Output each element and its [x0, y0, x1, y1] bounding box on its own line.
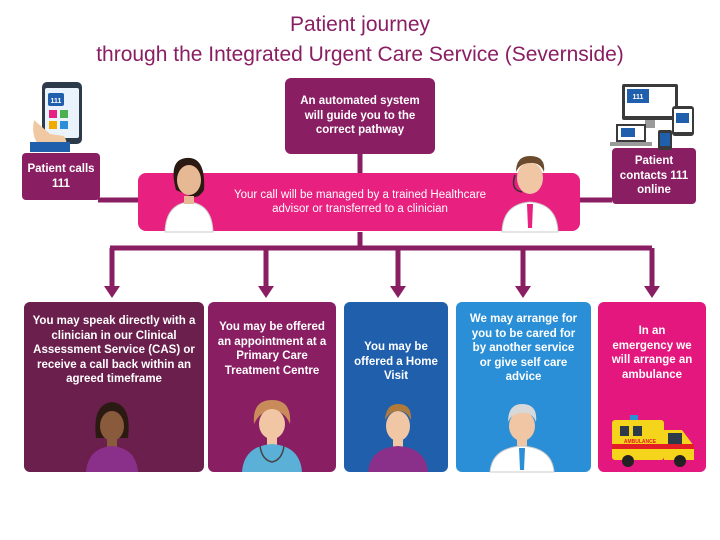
arrowhead-5 — [644, 286, 660, 298]
outcome-clinician-text: You may speak directly with a clinician … — [32, 315, 196, 385]
automated-system-box: An automated system will guide you to th… — [285, 78, 435, 154]
patient-online-text: Patient contacts 111 online — [619, 155, 689, 197]
arrowhead-2 — [258, 286, 274, 298]
call-managed-text: Your call will be managed by a trained H… — [233, 188, 487, 216]
outcome-other-service-text: We may arrange for you to be cared for b… — [469, 313, 578, 383]
outcome-other-service-box: We may arrange for you to be cared for b… — [456, 302, 591, 472]
patient-calls-box: Patient calls 111 — [22, 153, 100, 200]
outcome-appointment-box: You may be offered an appointment at a P… — [208, 302, 336, 472]
arrowhead-3 — [390, 286, 406, 298]
call-managed-box: Your call will be managed by a trained H… — [138, 173, 580, 231]
page-title-line2: through the Integrated Urgent Care Servi… — [96, 43, 624, 66]
outcome-clinician-box: You may speak directly with a clinician … — [24, 302, 204, 472]
arrowhead-1 — [104, 286, 120, 298]
page-title-line1: Patient journey — [289, 13, 431, 36]
outcome-home-visit-text: You may be offered a Home Visit — [354, 341, 438, 382]
patient-online-box: Patient contacts 111 online — [612, 148, 696, 204]
outcome-ambulance-box: In an emergency we will arrange an ambul… — [598, 302, 706, 472]
outcome-appointment-text: You may be offered an appointment at a P… — [217, 321, 327, 377]
outcome-home-visit-box: You may be offered a Home Visit — [344, 302, 448, 472]
automated-system-text: An automated system will guide you to th… — [300, 95, 420, 137]
arrowhead-4 — [515, 286, 531, 298]
patient-calls-text: Patient calls 111 — [27, 163, 95, 190]
outcome-ambulance-text: In an emergency we will arrange an ambul… — [611, 325, 693, 381]
